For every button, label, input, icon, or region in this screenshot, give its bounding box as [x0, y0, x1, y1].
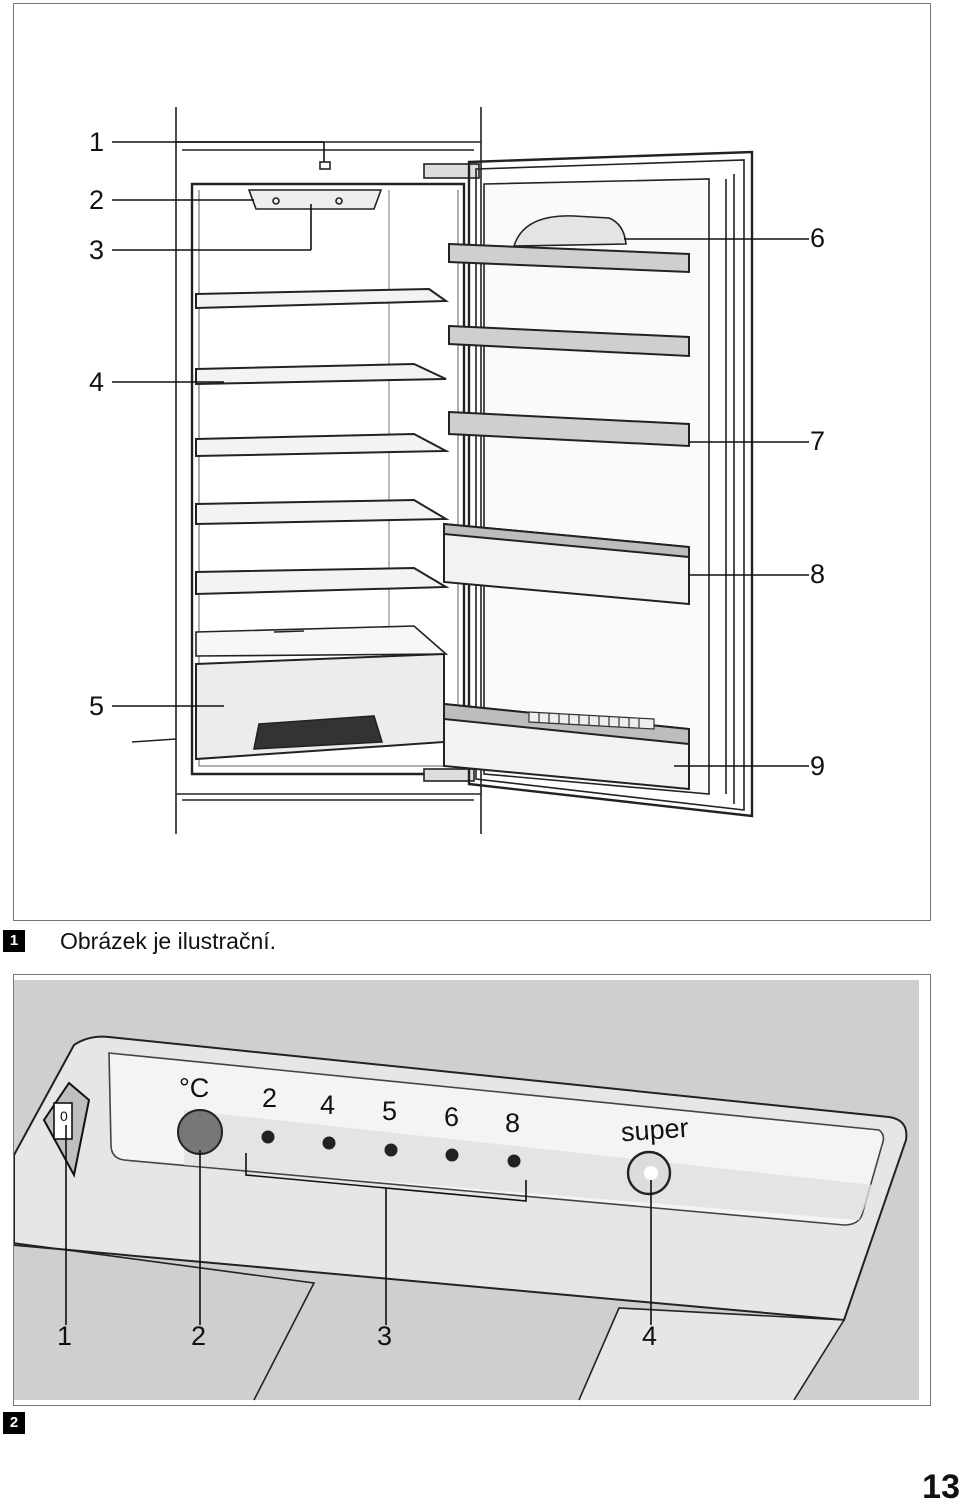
figure-1-caption: Obrázek je ilustrační.: [60, 928, 277, 954]
figure-1-badge: 1: [3, 930, 25, 952]
scale-label-6: 6: [444, 1102, 460, 1132]
page-number: 13: [922, 1468, 960, 1506]
unit-label: °C: [179, 1073, 210, 1103]
scale-label-5: 5: [382, 1096, 398, 1126]
panel-callout-1: 1: [57, 1321, 73, 1351]
callout-7: 7: [810, 426, 826, 456]
callout-8: 8: [810, 559, 826, 589]
callout-3: 3: [89, 235, 105, 265]
switch-label: 0: [60, 1108, 68, 1124]
fridge-illustration: [112, 107, 809, 834]
callout-5: 5: [89, 691, 105, 721]
callout-9: 9: [810, 751, 826, 781]
panel-callout-2: 2: [191, 1321, 207, 1351]
callout-1: 1: [89, 127, 105, 157]
scale-label-2: 2: [262, 1083, 278, 1113]
control-panel-illustration: [14, 980, 919, 1401]
scale-label-4: 4: [320, 1090, 336, 1120]
super-label: super: [620, 1112, 690, 1148]
callout-2: 2: [89, 185, 105, 215]
figure-2-frame: °C 2 4 5 6 8 super 0 1 2 3 4: [13, 974, 931, 1406]
callout-4: 4: [89, 367, 105, 397]
figure-2-badge: 2: [3, 1412, 25, 1434]
panel-callout-3: 3: [377, 1321, 393, 1351]
scale-label-8: 8: [505, 1108, 521, 1138]
callout-6: 6: [810, 223, 826, 253]
panel-callout-4: 4: [642, 1321, 658, 1351]
figure-1-frame: 1 2 3 4 5 6 7 8 9: [13, 3, 931, 921]
